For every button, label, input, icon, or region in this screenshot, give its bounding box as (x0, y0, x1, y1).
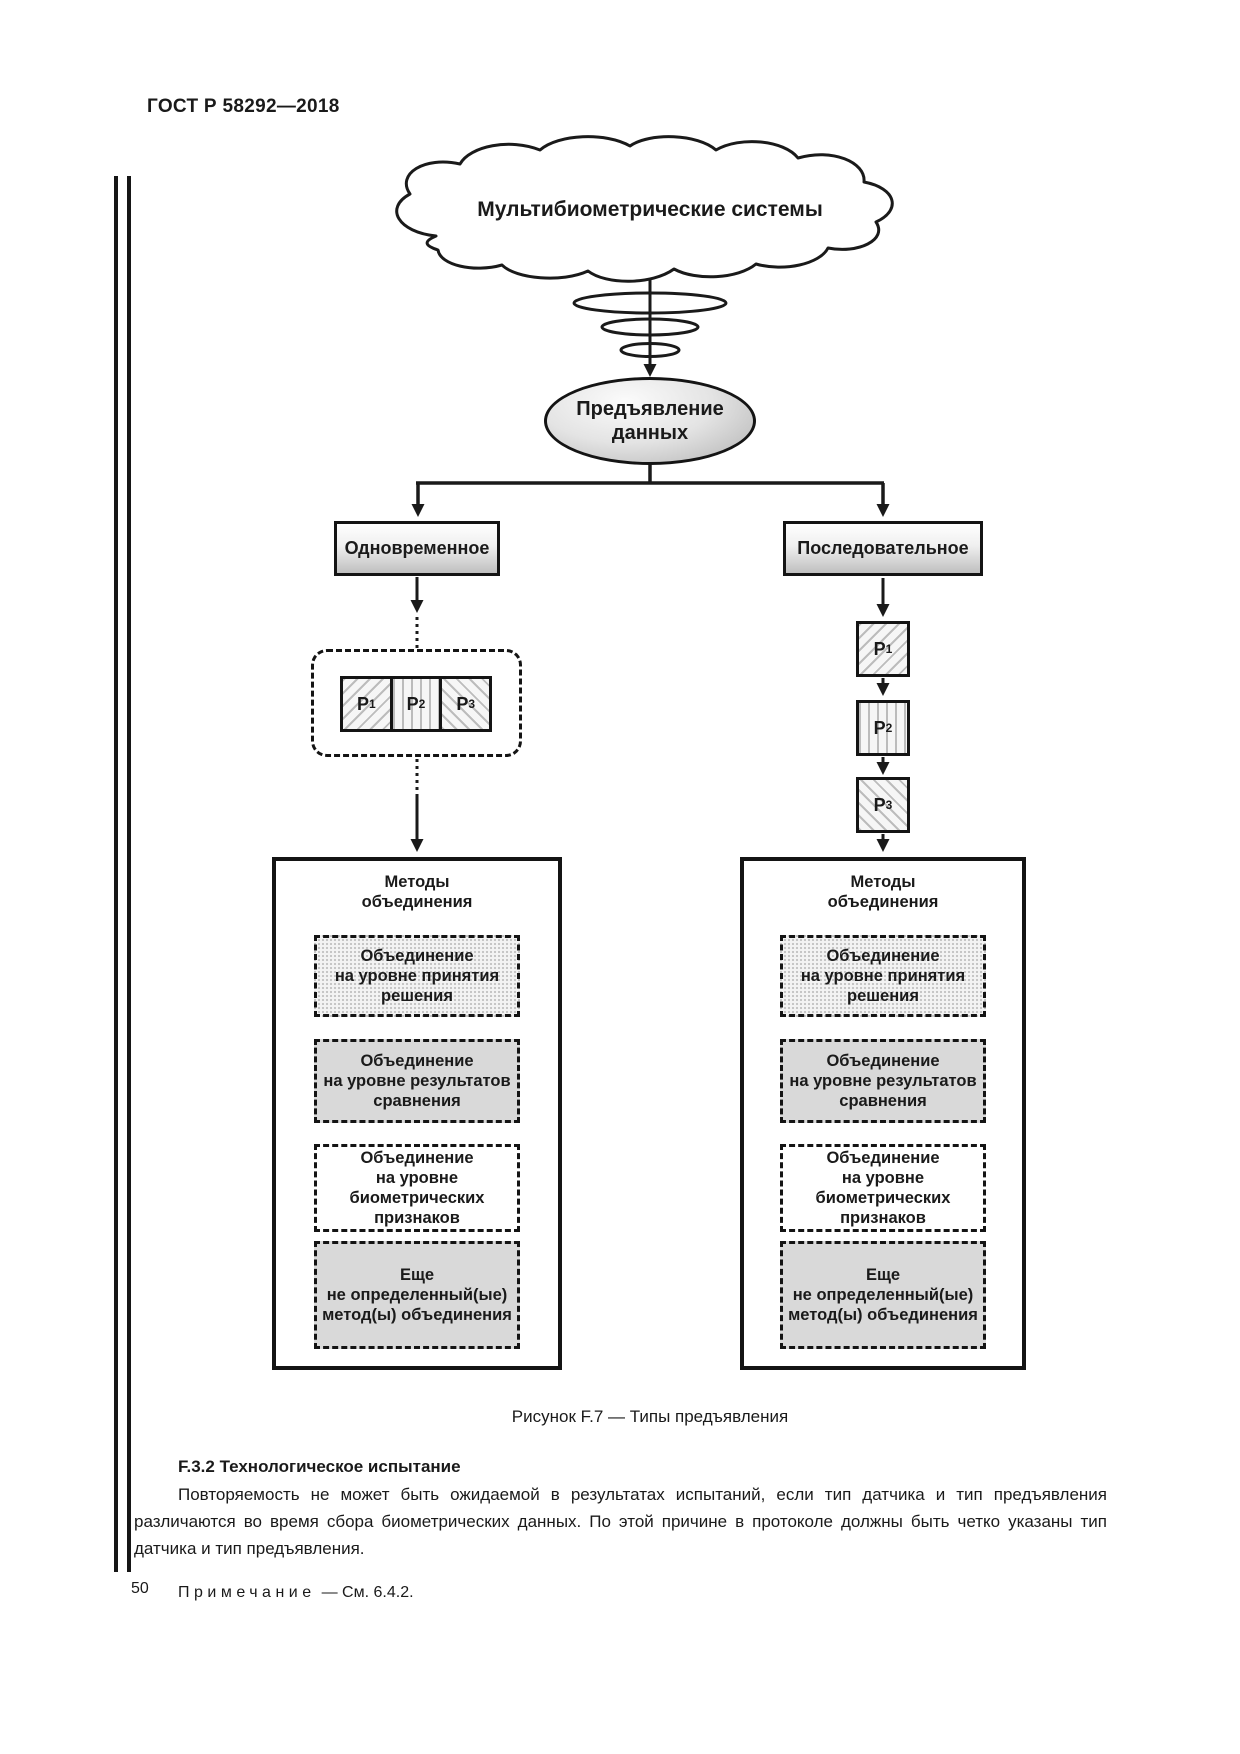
change-bar-outer (114, 176, 118, 1572)
fusion-title: Методы объединения (827, 873, 939, 911)
fusion-methods-box-right: Методы объединения Объединение на уровне… (740, 857, 1026, 1370)
body-text-block: F.3.2 Технологическое испытание Повторяе… (134, 1453, 1107, 1606)
fusion-item-score-level: Объединение на уровне результатов сравне… (314, 1039, 520, 1123)
fusion-item-decision-level: Объединение на уровне принятия решения (314, 935, 520, 1017)
fusion-item-score-level: Объединение на уровне результатов сравне… (780, 1039, 986, 1123)
fusion-item-undefined: Еще не определенный(ые) метод(ы) объедин… (780, 1241, 986, 1349)
fusion-methods-box-left: Методы объединения Объединение на уровне… (272, 857, 562, 1370)
bubble-large (572, 291, 728, 315)
cloud-label: Мультибиометрические системы (477, 198, 823, 221)
branch-box-sequential: Последовательное (783, 521, 983, 576)
body-paragraph: Повторяемость не может быть ожидаемой в … (134, 1485, 1107, 1558)
fusion-item-decision-level: Объединение на уровне принятия решения (780, 935, 986, 1017)
branch-box-simultaneous: Одновременное (334, 521, 500, 576)
cloud-shape (395, 135, 894, 283)
page-number: 50 (131, 1580, 149, 1597)
p1-label: P (356, 693, 369, 714)
bubble-medium (600, 317, 700, 337)
p3-label: P (873, 794, 886, 815)
note-label: Примечание (178, 1584, 316, 1601)
p3-label: P (456, 693, 469, 714)
page-header: ГОСТ Р 58292—2018 (147, 96, 340, 117)
note-text: — См. 6.4.2. (321, 1584, 414, 1601)
note-line: Примечание — См. 6.4.2. (178, 1579, 1107, 1606)
p2-label: P (406, 693, 419, 714)
simultaneous-group-outline (311, 649, 522, 757)
p2-label: P (873, 717, 886, 738)
cloud-stem (572, 280, 728, 364)
section-heading: F.3.2 Технологическое испытание (178, 1457, 461, 1476)
bubble-small (619, 342, 681, 358)
p1-label: P (873, 638, 886, 659)
fusion-title: Методы объединения (361, 873, 473, 911)
figure-caption: Рисунок F.7 — Типы предъявления (511, 1407, 789, 1426)
root-node-presentation: Предъявление данных (544, 377, 756, 465)
fusion-item-feature-level: Объединение на уровне биометрических при… (314, 1144, 520, 1232)
fusion-item-feature-level: Объединение на уровне биометрических при… (780, 1144, 986, 1232)
branch-lines (416, 462, 885, 505)
arrowheads (410, 364, 890, 852)
fusion-item-undefined: Еще не определенный(ые) метод(ы) объедин… (314, 1241, 520, 1349)
change-bar-inner (127, 176, 131, 1572)
